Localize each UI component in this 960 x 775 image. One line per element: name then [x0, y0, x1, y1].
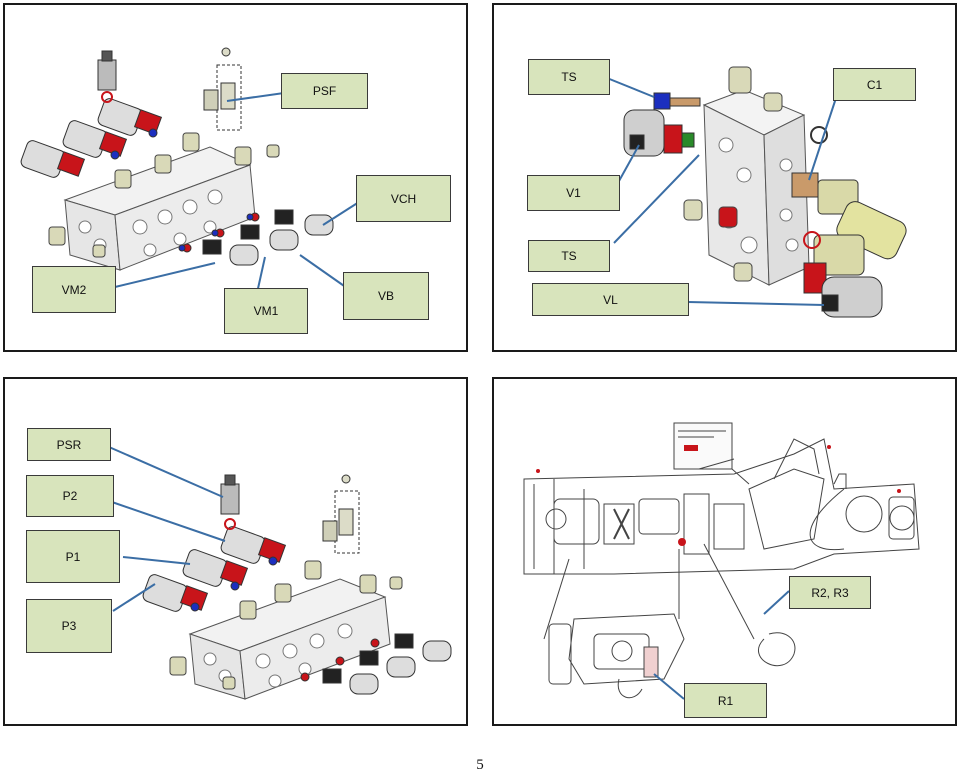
callout-r1: R1 [684, 683, 767, 718]
callout-vl: VL [532, 283, 689, 316]
callout-p2: P2 [26, 475, 114, 517]
transmission-technical-drawing [523, 422, 920, 700]
valve-block-pressure-sensors-illustration [108, 446, 452, 700]
panel-transmission-drawing: R2, R3 R1 [492, 377, 957, 726]
valve-block-side-illustration [606, 66, 907, 318]
panel-valve-block-bottom-left: PSR P2 P1 P3 [3, 377, 468, 726]
callout-vm2: VM2 [32, 266, 116, 313]
callout-p3: P3 [26, 599, 112, 653]
callout-vch: VCH [356, 175, 451, 222]
panel-valve-block-top-left: PSF VCH VM2 VM1 VB [3, 3, 468, 352]
callout-vm1: VM1 [224, 288, 308, 334]
page-number: 5 [476, 757, 484, 773]
callout-c1: C1 [833, 68, 916, 101]
callout-v1: V1 [527, 175, 620, 211]
callout-ts-bottom: TS [528, 240, 610, 272]
callout-r2-r3: R2, R3 [789, 576, 871, 609]
callout-psr: PSR [27, 428, 111, 461]
callout-psf: PSF [281, 73, 368, 109]
callout-vb: VB [343, 272, 429, 320]
panel-valve-block-top-right: TS C1 V1 TS VL [492, 3, 957, 352]
callout-ts-top: TS [528, 59, 610, 95]
valve-block-illustration [20, 47, 360, 294]
callout-p1: P1 [26, 530, 120, 583]
